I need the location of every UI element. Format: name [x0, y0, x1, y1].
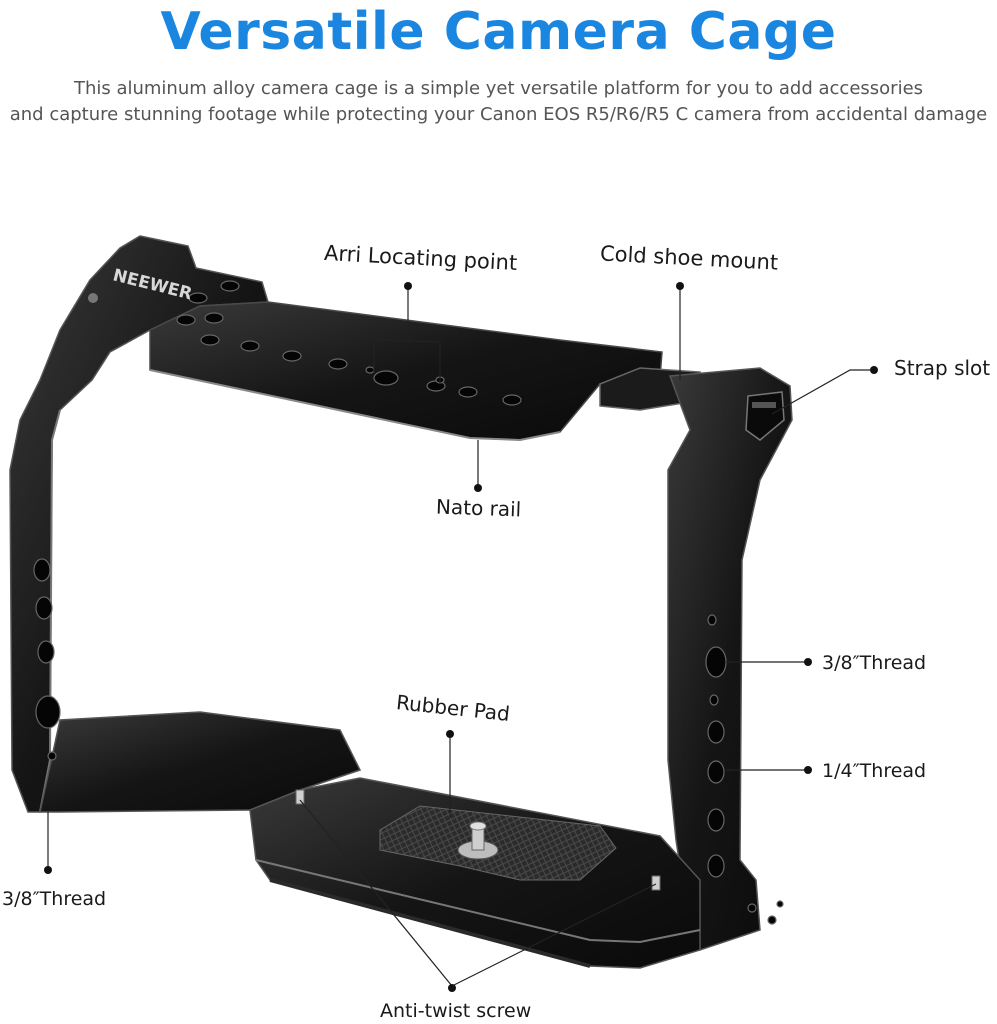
cage-right-side: [667, 367, 793, 951]
rubber-pad: [379, 805, 617, 881]
label-thread-3-8-right: 3/8″Thread: [822, 652, 927, 674]
label-strap-slot: Strap slot: [894, 356, 991, 380]
description-line-2: and capture stunning footage while prote…: [9, 104, 988, 125]
cage-top-plate: [149, 301, 663, 441]
page-title: Versatile Camera Cage: [160, 2, 837, 62]
left-side-holes: [33, 558, 61, 761]
cage-baseplate: [249, 777, 701, 969]
label-nato-rail: Nato rail: [435, 494, 522, 522]
anti-twist-screw-left: [295, 789, 305, 805]
label-anti-twist-screw: Anti-twist screw: [380, 1000, 532, 1022]
anti-twist-screw-right: [651, 875, 661, 891]
cage-bottom-left-arm: [39, 711, 362, 813]
callout-dots: [44, 282, 878, 992]
top-plate-holes: [176, 280, 522, 406]
callout-lines: [47, 286, 870, 987]
description-line-1: This aluminum alloy camera cage is a sim…: [73, 78, 924, 99]
label-thread-3-8-left: 3/8″Thread: [2, 888, 107, 910]
label-thread-1-4-right: 1/4″Thread: [822, 760, 927, 782]
product-description: This aluminum alloy camera cage is a sim…: [0, 76, 997, 128]
